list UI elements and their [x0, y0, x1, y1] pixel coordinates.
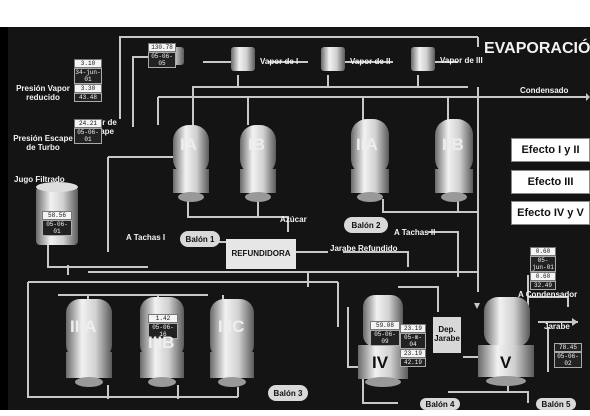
presion-vapor-label: Presión Vapor reducido: [16, 84, 70, 102]
top-border: [0, 0, 590, 27]
screen-title: EVAPORACIÓ: [484, 40, 590, 57]
a-condensador-label: A Condensador: [518, 290, 578, 299]
iv-readout: 59.08 05-06-09: [370, 321, 400, 346]
a-tachas-ii-label: A Tachas II: [394, 228, 436, 237]
jarabe-refundido-label: Jarabe Refundido: [330, 244, 398, 253]
vapor-top-readout: 130.78 05-06-05: [148, 43, 176, 68]
vessel-iiib[interactable]: IIIB: [148, 333, 175, 352]
vessel-ia[interactable]: IA: [180, 135, 197, 154]
condensador-readout: 0.60 05-jun-01 0.60 32.49: [530, 247, 556, 290]
refundidora-label: REFUNDIDORA: [231, 249, 291, 258]
balon-2[interactable]: Balón 2: [344, 217, 388, 233]
jarabe-readout: 78.45 05-06-02: [554, 343, 582, 368]
iiib-readout: 1.42 05-06-16: [148, 314, 178, 339]
jugo-filtrado-label: Jugo Filtrado: [14, 175, 65, 184]
efecto-4-5-button[interactable]: Efecto IV y V: [511, 201, 590, 225]
balon-4[interactable]: Balón 4: [420, 398, 460, 410]
vessel-iiia[interactable]: IIIA: [70, 317, 97, 336]
a-tachas-i-label: A Tachas I: [126, 233, 166, 242]
vessel-ib[interactable]: IB: [248, 135, 265, 154]
vessel-ia-shape: [173, 125, 209, 202]
azucar-label: Azúcar: [280, 215, 307, 224]
presion-escape-label: Presión Escape de Turbo: [13, 134, 73, 152]
bottom-border: [0, 410, 590, 416]
efecto-1-2-button[interactable]: Efecto I y II: [511, 138, 590, 162]
balon-1[interactable]: Balón 1: [180, 231, 220, 247]
vapor-ii-label: Vapor de II: [350, 57, 391, 66]
dep-jarabe-label: Dep. Jarabe: [434, 325, 460, 343]
efecto-3-button[interactable]: Efecto III: [511, 170, 590, 194]
presion-escape-readout: 24.21 05-06-01: [74, 119, 102, 144]
vapor-iii-label: Vapor de III: [440, 56, 483, 65]
condensado-label: Condensado: [520, 86, 569, 95]
jugo-tank-readout: 58.56 05-06-01: [42, 211, 72, 236]
process-panel: EVAPORACIÓ Efecto I y II Efecto III Efec…: [8, 27, 590, 410]
iv-side-readout: 23.19 05-m-04 23.19 42.19: [400, 324, 426, 367]
jarabe-label: Jarabe: [544, 322, 570, 331]
vessel-iiic[interactable]: IIIC: [218, 317, 245, 336]
vapor-i-label: Vapor de I: [260, 57, 299, 66]
vessel-v[interactable]: V: [500, 353, 512, 372]
balon-5[interactable]: Balón 5: [536, 398, 576, 410]
vessel-iv[interactable]: IV: [372, 353, 389, 372]
balon-3[interactable]: Balón 3: [268, 385, 308, 401]
vessel-iia[interactable]: IIA: [356, 135, 378, 154]
vessel-iib[interactable]: IIB: [442, 135, 464, 154]
presion-vapor-readout: 3.10 34-jun-01 3.30 43.48: [74, 59, 102, 102]
